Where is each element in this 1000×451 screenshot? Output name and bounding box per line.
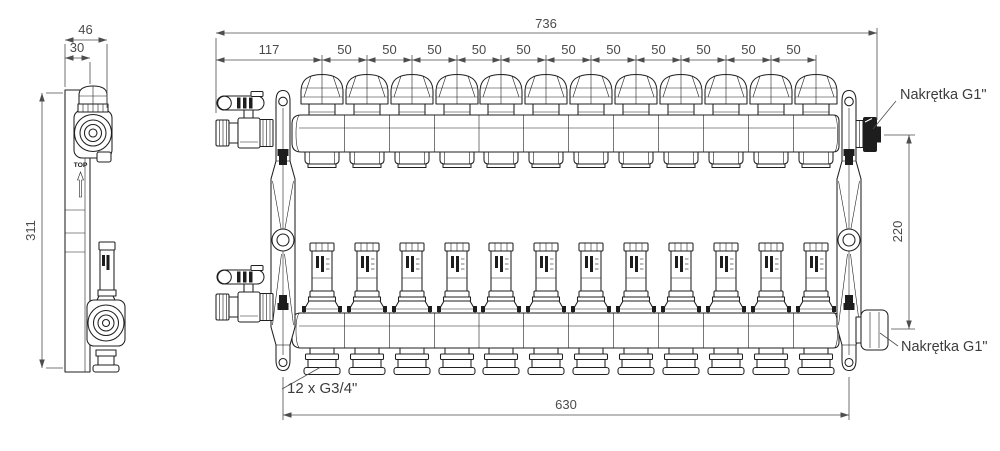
top-manifold-bar <box>291 114 840 153</box>
svg-text:30: 30 <box>70 40 84 55</box>
svg-text:630: 630 <box>555 397 577 412</box>
side-view: TOP <box>64 85 126 373</box>
dim-pitch: 50 <box>651 42 665 57</box>
dim-pitch: 50 <box>472 42 486 57</box>
leader-annotations: Nakrętka G1" Nakrętka G1" 12 x G3/4" <box>281 87 988 397</box>
dimensions: 736 117 50 50 50 50 50 50 50 50 50 50 50… <box>23 16 915 420</box>
ball-valve-bottom <box>215 264 274 323</box>
dim-pitch: 50 <box>427 42 441 57</box>
leader-nut-top <box>872 100 897 130</box>
front-view <box>215 73 889 376</box>
dim-pitch-row: 117 50 50 50 50 50 50 50 50 50 50 50 <box>216 42 817 74</box>
up-arrow-icon <box>77 171 84 198</box>
valve-caps <box>300 73 838 116</box>
dim-pitch: 50 <box>337 42 351 57</box>
dim-pitch: 50 <box>561 42 575 57</box>
dim-pitch: 50 <box>741 42 755 57</box>
svg-text:220: 220 <box>890 221 905 243</box>
dim-pitch: 50 <box>516 42 530 57</box>
leader-outlet-thread <box>281 367 321 390</box>
label-outlet-thread: 12 x G3/4" <box>287 380 357 397</box>
dim-side-height: 311 <box>23 92 63 369</box>
end-nut-top <box>855 117 881 152</box>
side-valve-top <box>73 85 113 163</box>
dim-first-pitch: 117 <box>259 42 280 57</box>
svg-text:311: 311 <box>23 220 38 241</box>
top-orientation-label: TOP <box>74 162 88 169</box>
bottom-outlets <box>303 347 835 376</box>
label-nut-bottom: Nakrętka G1" <box>901 339 988 355</box>
bottom-manifold-bar <box>291 312 840 349</box>
dim-mount-span: 630 <box>282 377 850 420</box>
ball-valve-top <box>215 90 274 149</box>
top-outlets <box>304 151 834 169</box>
dim-side-depth: 46 <box>64 22 108 108</box>
dim-bar-distance: 220 <box>884 134 915 330</box>
dim-pitch: 50 <box>382 42 396 57</box>
dim-pitch: 50 <box>696 42 710 57</box>
svg-text:46: 46 <box>78 22 92 37</box>
dim-pitch: 50 <box>786 42 800 57</box>
flow-meters <box>301 242 837 314</box>
mounting-bracket-left <box>270 89 296 372</box>
end-nut-bottom <box>855 309 889 351</box>
dim-side-valve-depth: 30 <box>65 40 91 84</box>
svg-text:736: 736 <box>535 16 557 31</box>
side-flow-meter <box>86 241 126 373</box>
dim-total-width: 736 <box>215 16 878 120</box>
dim-pitch: 50 <box>606 42 620 57</box>
leader-nut-bottom <box>879 332 899 347</box>
label-nut-top: Nakrętka G1" <box>900 87 987 103</box>
